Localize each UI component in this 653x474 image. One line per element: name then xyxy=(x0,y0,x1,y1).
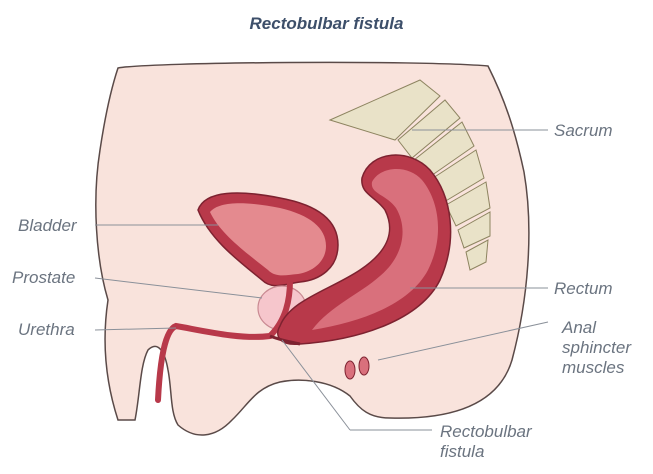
label-sacrum: Sacrum xyxy=(554,121,613,141)
label-anal-line1: Anal xyxy=(562,318,631,338)
label-prostate: Prostate xyxy=(12,268,75,288)
label-fistula: Rectobulbar fistula xyxy=(440,422,532,462)
label-anal-line2: sphincter xyxy=(562,338,631,358)
label-rectum: Rectum xyxy=(554,279,613,299)
label-anal-sphincter: Anal sphincter muscles xyxy=(562,318,631,378)
label-bladder: Bladder xyxy=(18,216,77,236)
label-fistula-line1: Rectobulbar xyxy=(440,422,532,442)
label-anal-line3: muscles xyxy=(562,358,631,378)
label-fistula-line2: fistula xyxy=(440,442,532,462)
label-urethra: Urethra xyxy=(18,320,75,340)
